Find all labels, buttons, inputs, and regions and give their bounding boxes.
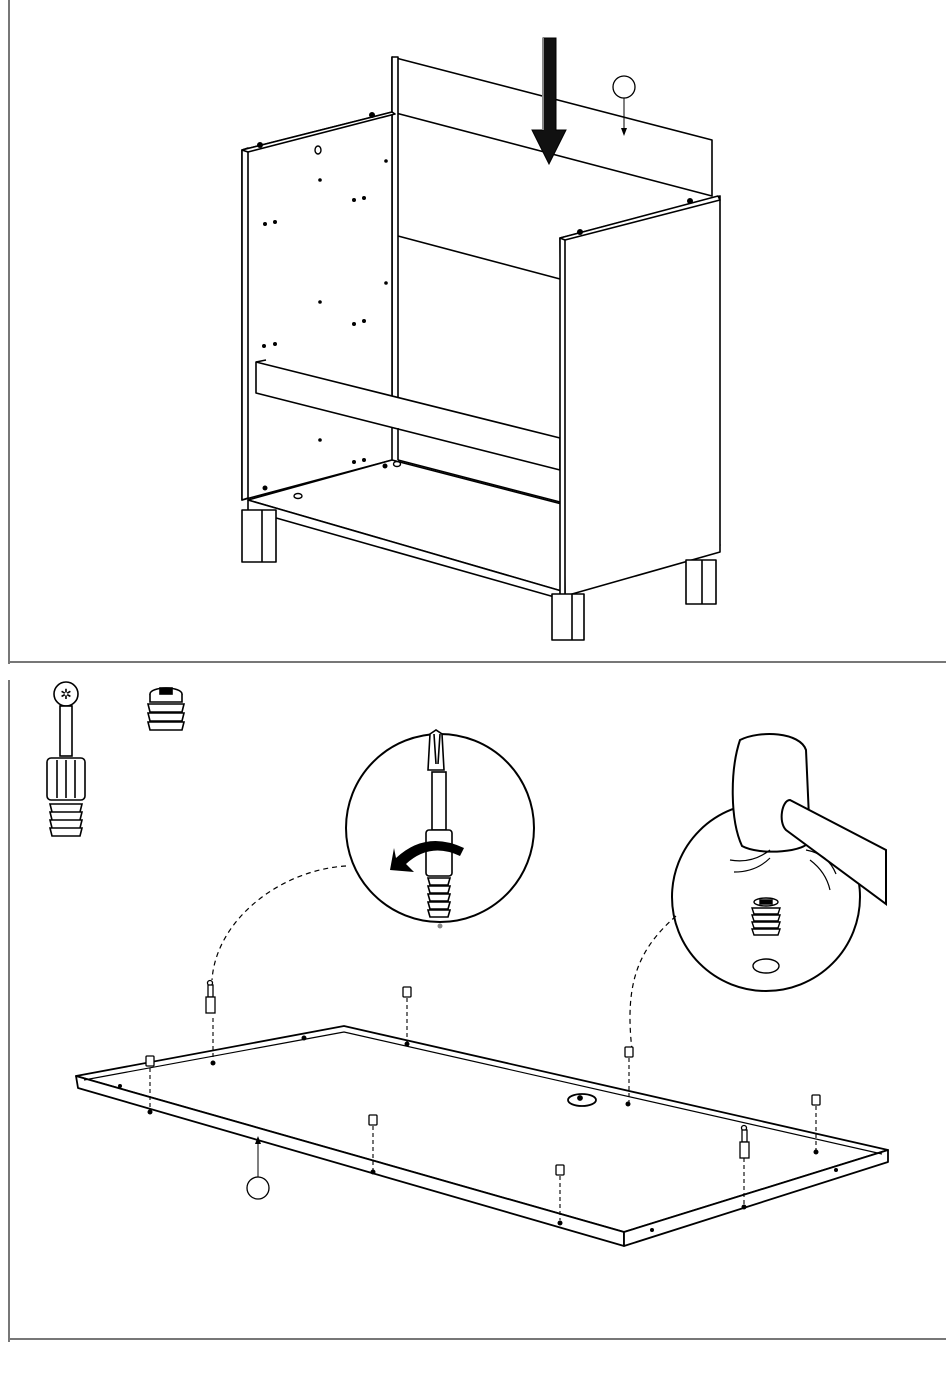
leg-back-right [686,560,716,604]
screwdriver-detail-circle [346,730,534,929]
right-side-panel [560,196,720,596]
hardware-illustration: ✲ [0,680,946,1342]
back-panel-edge [392,57,398,400]
cam-bolt-icon: ✲ [47,682,85,836]
leg-front-right [552,594,584,640]
dowel-insert-detail [752,898,780,973]
cabinet-illustration [0,0,946,664]
assembly-step-cabinet [0,0,946,664]
dowel-insert-icon [148,688,184,730]
top-panel-board [76,1026,888,1246]
assembly-step-top-panel: ✲ [0,680,946,1342]
mallet-detail-circle [672,734,886,991]
part-callout-2 [247,1136,269,1199]
svg-text:✲: ✲ [60,687,72,703]
leader-line-left [212,866,346,980]
left-side-panel [242,112,392,500]
leg-front-left [242,510,276,562]
leader-line-right [630,916,676,1050]
